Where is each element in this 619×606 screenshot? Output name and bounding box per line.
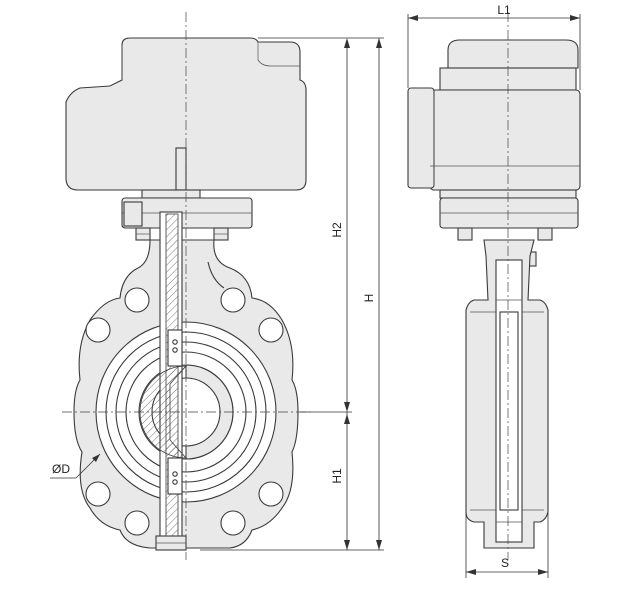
dimension-od: ØD [50, 453, 101, 479]
dimension-h: H [362, 38, 382, 550]
dimension-h2: H2 [330, 38, 350, 412]
dimension-l1: L1 [407, 3, 581, 90]
dimensions: H2 H1 H L1 [50, 3, 581, 578]
dimension-label-od: ØD [52, 462, 70, 476]
dimension-label-h: H [362, 294, 376, 303]
dimension-label-h1: H1 [330, 468, 344, 484]
lug-hole [85, 317, 111, 343]
lug-hole [258, 481, 284, 507]
mounting-flange [121, 197, 253, 241]
side-view [407, 12, 581, 560]
side-actuator [407, 39, 581, 191]
dimension-label-h2: H2 [330, 222, 344, 238]
actuator-housing [65, 37, 307, 199]
lug-hole [220, 510, 246, 536]
dimension-label-l1: L1 [497, 3, 511, 17]
side-body [465, 239, 549, 549]
dimension-h1: H1 [330, 412, 350, 550]
dimension-s: S [465, 512, 549, 578]
section-stem [139, 211, 187, 551]
dimension-label-s: S [501, 556, 509, 570]
front-view [62, 12, 310, 560]
lug-hole [124, 510, 150, 536]
lug-hole [220, 287, 246, 313]
lug-hole [258, 317, 284, 343]
lug-hole [124, 287, 150, 313]
lug-hole [85, 481, 111, 507]
